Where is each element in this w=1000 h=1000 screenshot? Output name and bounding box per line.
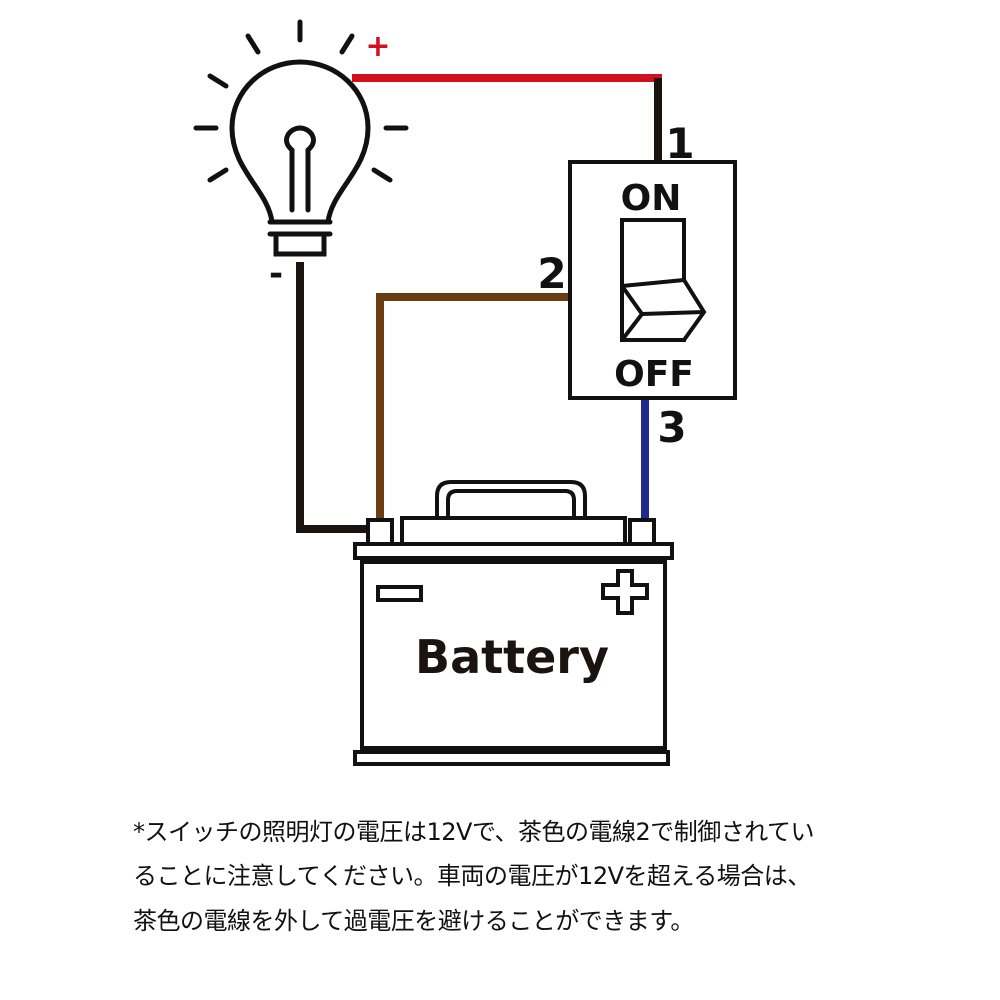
note-line-3: 茶色の電線を外して過電圧を避けることができます。 xyxy=(133,907,694,935)
light-bulb-icon xyxy=(193,19,409,257)
terminal-2-label: 2 xyxy=(537,249,566,298)
terminal-1-label: 1 xyxy=(665,119,694,168)
note-line-2: ることに注意してください。車両の電圧が12Vを超える場合は、 xyxy=(133,862,811,890)
light-rays xyxy=(193,19,409,183)
switch-off-label: OFF xyxy=(614,354,694,395)
black-wire-ground xyxy=(296,262,370,533)
rocker-switch xyxy=(568,160,737,400)
battery-plus-icon xyxy=(601,569,649,615)
bulb-plus-label: + xyxy=(365,29,390,64)
terminal-3-label: 3 xyxy=(657,403,686,452)
brown-wire xyxy=(376,293,570,522)
battery-icon xyxy=(353,480,674,766)
bulb-minus-label: - xyxy=(269,254,283,294)
switch-on-label: ON xyxy=(621,178,682,219)
battery-minus-icon xyxy=(376,585,423,602)
note-line-1: *スイッチの照明灯の電圧は12Vで、茶色の電線2で制御されてい xyxy=(133,818,815,846)
battery-label: Battery xyxy=(415,630,609,684)
